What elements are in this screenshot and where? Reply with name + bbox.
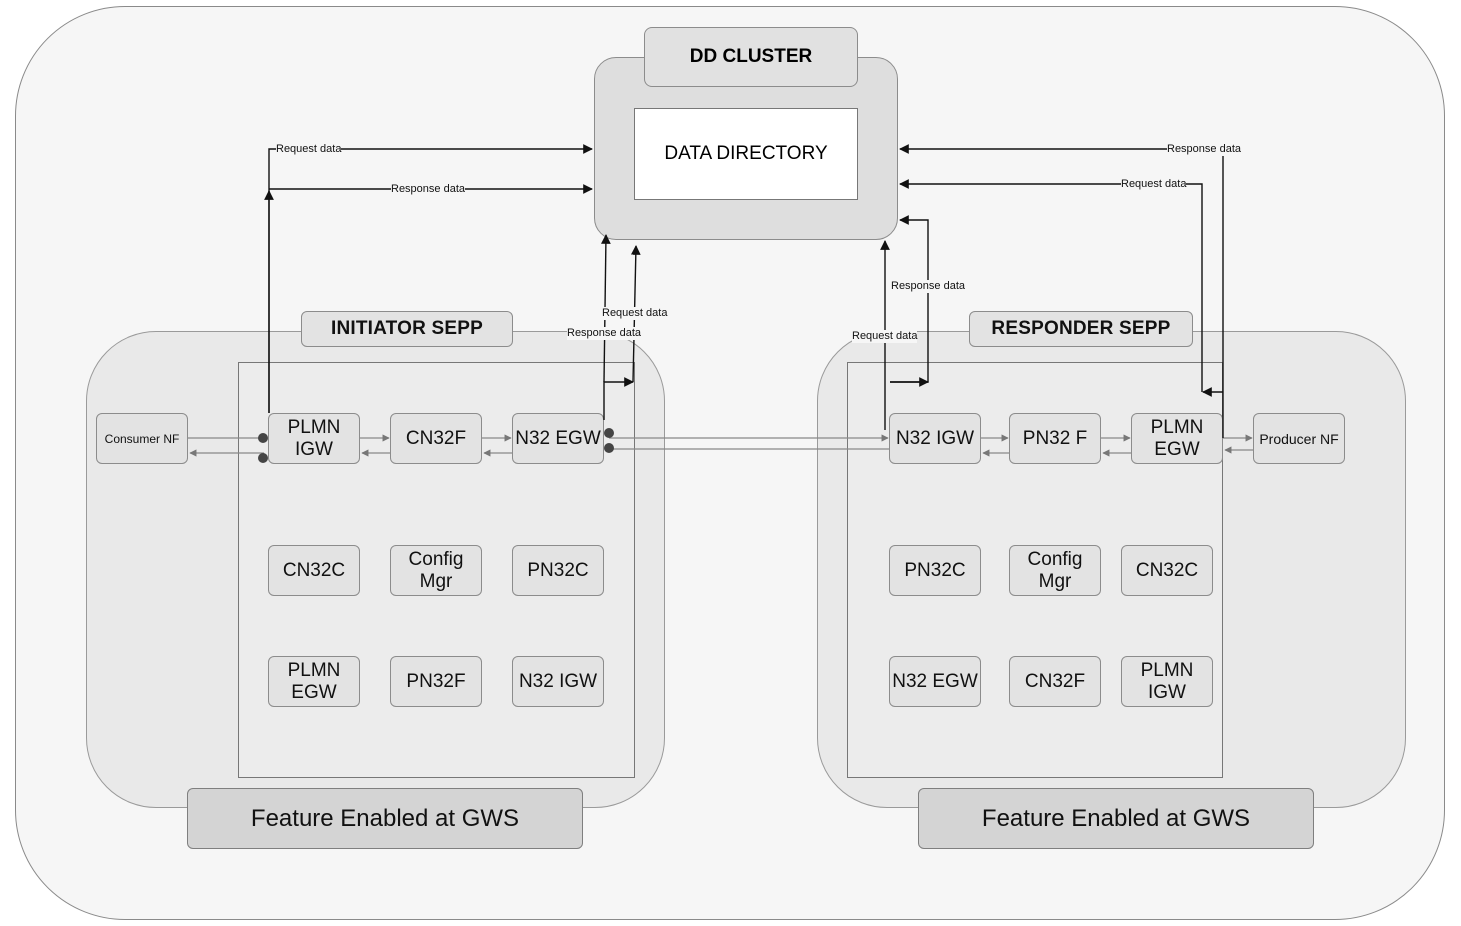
consumer-nf-box: Consumer NF <box>96 413 188 464</box>
responder-plmn-igw: PLMN IGW <box>1121 656 1213 707</box>
initiator-cn32c: CN32C <box>268 545 360 596</box>
label-egw-response: Response data <box>567 327 641 340</box>
responder-response-data-line <box>899 144 1224 438</box>
data-directory-box: DATA DIRECTORY <box>634 108 858 200</box>
responder-pn32f: PN32 F <box>1009 413 1101 464</box>
initiator-pn32f: PN32F <box>390 656 482 707</box>
label-igw-response: Response data <box>891 280 965 293</box>
responder-request-data-line <box>899 179 1203 392</box>
initiator-feature-box: Feature Enabled at GWS <box>187 788 583 849</box>
initiator-n32-igw: N32 IGW <box>512 656 604 707</box>
initiator-sepp-title: INITIATOR SEPP <box>301 311 513 347</box>
egw-branch-line <box>603 377 634 420</box>
responder-plmn-egw: PLMN EGW <box>1131 413 1223 464</box>
label-top-left-request: Request data <box>276 143 342 156</box>
responder-n32-igw: N32 IGW <box>889 413 981 464</box>
rigw-response-data-line <box>890 215 929 383</box>
label-top-right-response: Response data <box>1167 143 1241 156</box>
responder-cn32f: CN32F <box>1009 656 1101 707</box>
responder-sepp-title: RESPONDER SEPP <box>969 311 1193 347</box>
label-igw-request: Request data <box>852 330 918 343</box>
label-top-right-request: Request data <box>1121 178 1187 191</box>
responder-feature-box: Feature Enabled at GWS <box>918 788 1314 849</box>
connector-dot <box>258 453 268 463</box>
responder-n32-egw: N32 EGW <box>889 656 981 707</box>
responder-cn32c: CN32C <box>1121 545 1213 596</box>
connector-dot <box>258 433 268 443</box>
responder-pn32c: PN32C <box>889 545 981 596</box>
connector-dot <box>604 428 614 438</box>
initiator-plmn-igw: PLMN IGW <box>268 413 360 464</box>
initiator-plmn-egw: PLMN EGW <box>268 656 360 707</box>
initiator-pn32c: PN32C <box>512 545 604 596</box>
producer-nf-box: Producer NF <box>1253 413 1345 464</box>
responder-config-mgr: Config Mgr <box>1009 545 1101 596</box>
connector-dot <box>604 443 614 453</box>
label-top-left-response: Response data <box>391 183 465 196</box>
initiator-config-mgr: Config Mgr <box>390 545 482 596</box>
initiator-cn32f: CN32F <box>390 413 482 464</box>
label-egw-request: Request data <box>602 307 668 320</box>
initiator-n32-egw: N32 EGW <box>512 413 604 464</box>
dd-cluster-title: DD CLUSTER <box>644 27 858 87</box>
